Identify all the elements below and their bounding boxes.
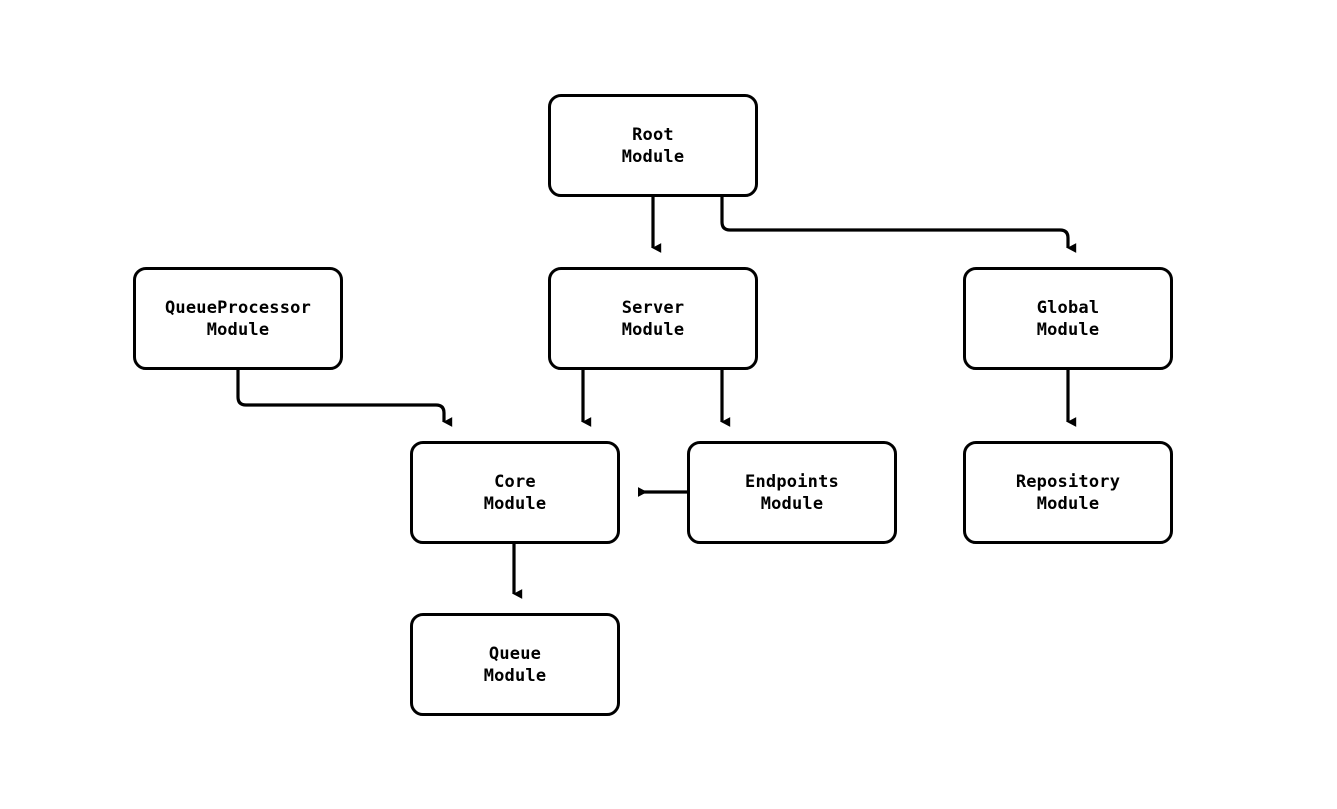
node-core-label: Core Module — [483, 471, 547, 514]
node-repository[interactable]: Repository Module — [963, 441, 1173, 544]
node-queueprocessor-label: QueueProcessor Module — [164, 297, 312, 340]
node-core[interactable]: Core Module — [410, 441, 620, 544]
node-queue[interactable]: Queue Module — [410, 613, 620, 716]
node-root-label: Root Module — [621, 124, 685, 167]
edge-root-to-global — [720, 197, 1077, 253]
node-global[interactable]: Global Module — [963, 267, 1173, 370]
edge-queueprocessor-to-core — [236, 370, 453, 427]
node-repository-label: Repository Module — [1015, 471, 1121, 514]
node-endpoints-label: Endpoints Module — [745, 471, 839, 514]
node-root[interactable]: Root Module — [548, 94, 758, 197]
node-queueprocessor[interactable]: QueueProcessor Module — [133, 267, 343, 370]
node-server[interactable]: Server Module — [548, 267, 758, 370]
node-global-label: Global Module — [1036, 297, 1100, 340]
node-queue-label: Queue Module — [483, 643, 547, 686]
node-endpoints[interactable]: Endpoints Module — [687, 441, 897, 544]
node-server-label: Server Module — [621, 297, 685, 340]
